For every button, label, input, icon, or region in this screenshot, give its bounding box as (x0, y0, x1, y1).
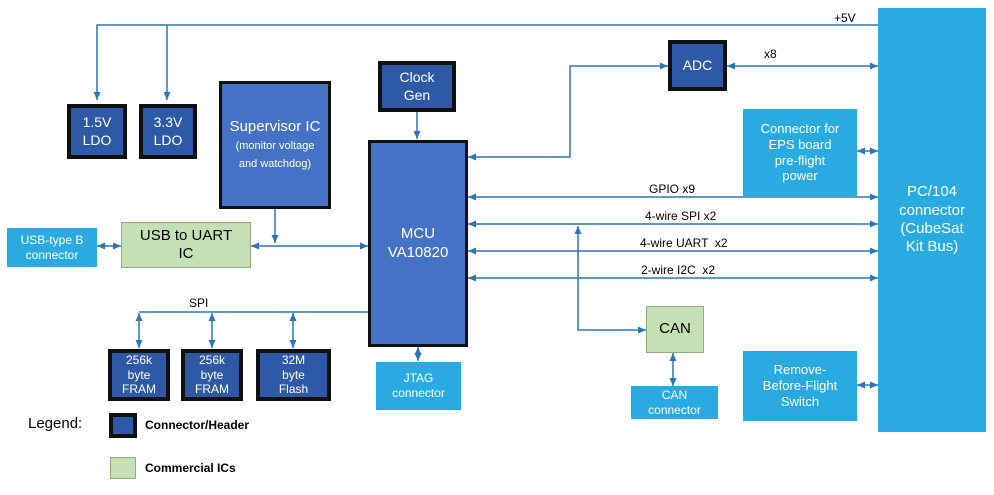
wire-can-branch (574, 226, 646, 334)
block-jtag-connector: JTAG connector (376, 362, 461, 410)
block-clock-gen: Clock Gen (378, 61, 456, 112)
block-eps-connector: Connector for EPS board pre-flight power (743, 109, 857, 196)
block-rbf-switch: Remove- Before-Flight Switch (743, 351, 857, 421)
legend-swatch-commercial (110, 457, 136, 479)
wire-label-spi-bus: 4-wire SPI x2 (645, 209, 717, 223)
supervisor-subtitle: (monitor voltage and watchdog) (235, 139, 315, 171)
wire-label-spi: SPI (189, 296, 209, 310)
legend-heading: Legend: (28, 415, 83, 432)
supervisor-title: Supervisor IC (229, 117, 321, 135)
wire-label-5v: +5V (834, 11, 856, 25)
wire-label-i2c-bus: 2-wire I2C x2 (641, 263, 716, 277)
legend-swatch-connector (109, 413, 137, 438)
wire-label-gpio: GPIO x9 (649, 182, 696, 196)
legend-label-commercial: Commercial ICs (145, 461, 236, 475)
wire-label-x8: x8 (764, 47, 777, 61)
legend-label-connector: Connector/Header (145, 418, 250, 432)
block-can-ic: CAN (646, 306, 704, 353)
block-usb-to-uart: USB to UART IC (121, 222, 251, 268)
block-ldo-1v5: 1.5V LDO (67, 104, 127, 159)
wire-5v-rail (93, 24, 878, 100)
block-fram1: 256k byte FRAM (108, 349, 170, 401)
block-pc104-connector: PC/104 connector (CubeSat Kit Bus) (878, 8, 986, 432)
supervisor-label: Supervisor IC (monitor voltage and watch… (228, 118, 322, 173)
block-can-connector: CAN connector (631, 386, 718, 419)
wire-mcu-adc (468, 62, 668, 161)
block-flash: 32M byte Flash (256, 349, 331, 401)
block-usb-type-b: USB-type B connector (7, 228, 97, 267)
block-supervisor-ic: Supervisor IC (monitor voltage and watch… (219, 81, 331, 209)
block-ldo-3v3: 3.3V LDO (139, 104, 197, 159)
block-fram2: 256k byte FRAM (181, 349, 243, 401)
block-mcu: MCU VA10820 (368, 140, 468, 347)
wire-label-uart-bus: 4-wire UART x2 (640, 236, 728, 250)
block-adc: ADC (668, 40, 727, 91)
